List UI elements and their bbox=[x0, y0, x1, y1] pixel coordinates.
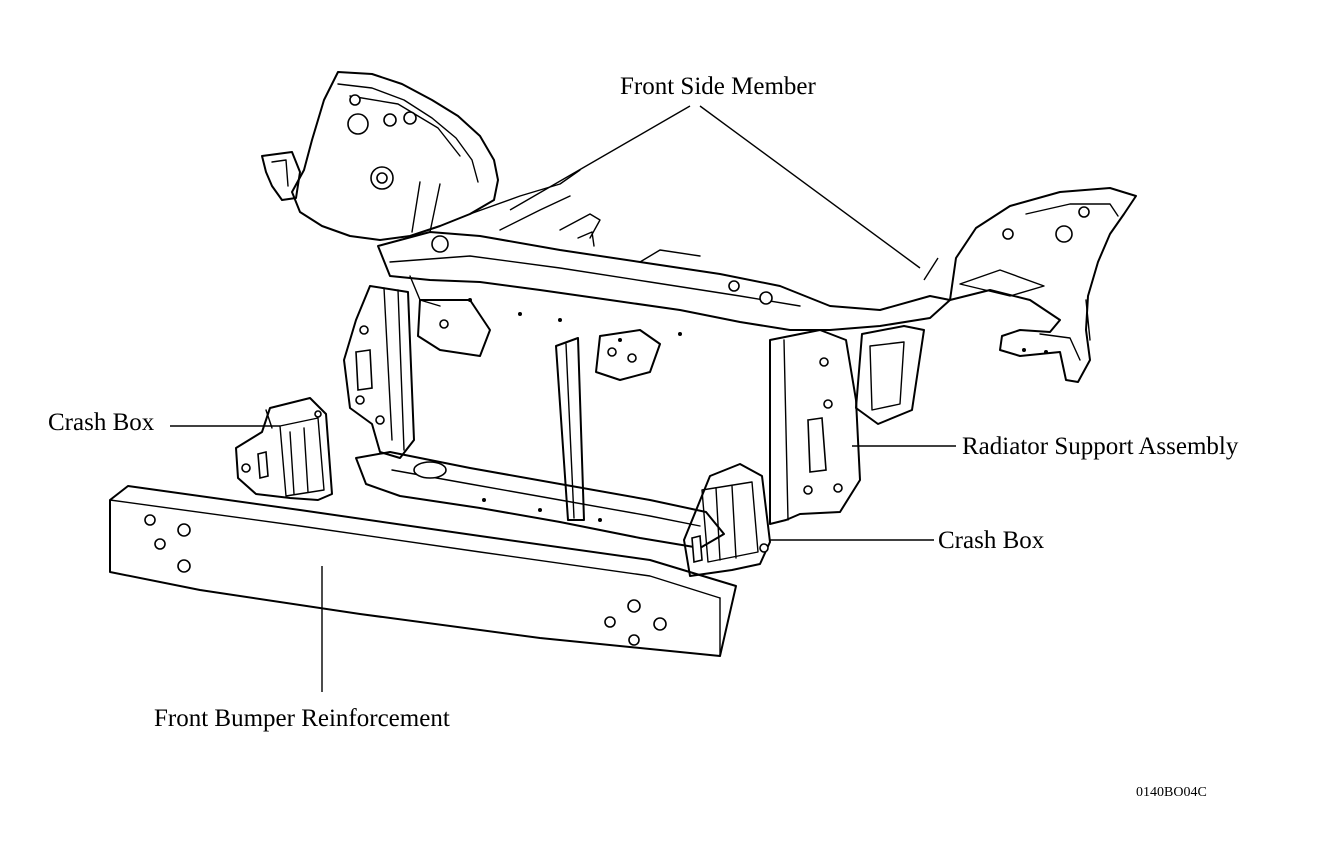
upper-cross-member bbox=[377, 169, 951, 342]
left-side-panel bbox=[343, 285, 415, 459]
crash-box-right bbox=[683, 463, 771, 577]
crash-box-left bbox=[235, 397, 333, 501]
label-front-side-member: Front Side Member bbox=[620, 73, 816, 100]
leader-front-side-member-right bbox=[699, 105, 921, 269]
leader-front-side-member-tick bbox=[923, 257, 939, 281]
front-bumper-reinforcement bbox=[109, 485, 737, 657]
label-crash-box-left: Crash Box bbox=[48, 409, 155, 436]
leader-front-side-member-left bbox=[509, 105, 691, 211]
label-crash-box-right: Crash Box bbox=[938, 527, 1045, 554]
left-wheel-apron bbox=[261, 71, 499, 241]
right-side-panel bbox=[769, 325, 925, 525]
right-wheel-apron bbox=[949, 187, 1137, 383]
figure-code: 0140BO04C bbox=[1136, 785, 1207, 800]
label-radiator-support-assembly: Radiator Support Assembly bbox=[962, 433, 1239, 460]
label-front-bumper-reinforcement: Front Bumper Reinforcement bbox=[154, 705, 450, 732]
center-stay bbox=[417, 299, 661, 521]
lower-cross-member bbox=[355, 451, 725, 549]
leader-lines bbox=[170, 105, 956, 692]
